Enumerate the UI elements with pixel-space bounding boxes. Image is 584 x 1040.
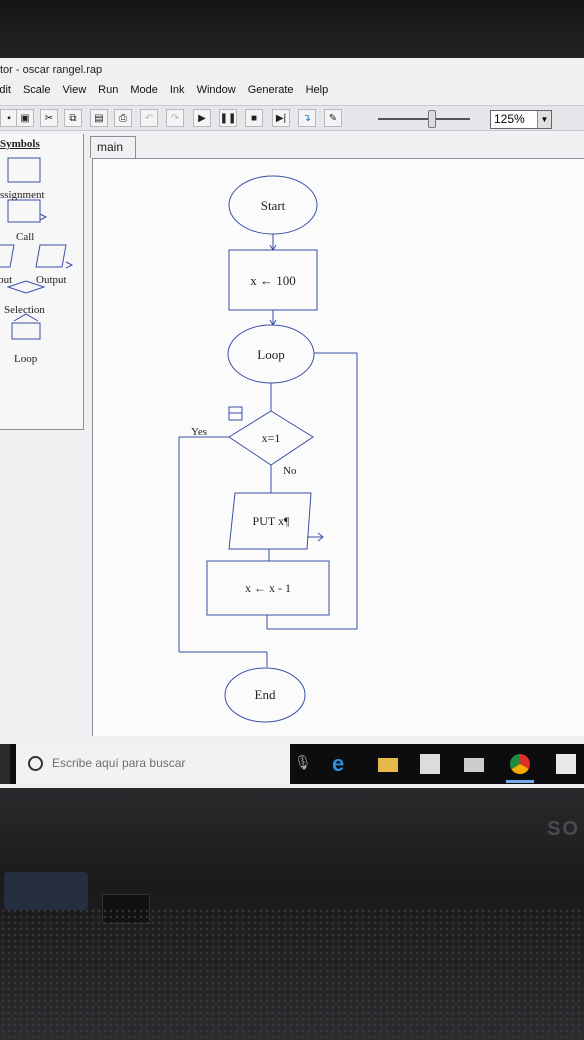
- menu-scale[interactable]: Scale: [22, 84, 51, 96]
- flowchart-canvas: Start x ← 100 Loop x=1 Yes No PUT x¶ x ←…: [92, 158, 584, 736]
- output-symbol[interactable]: [35, 244, 67, 268]
- start-label: Start: [261, 198, 286, 213]
- print-icon[interactable]: ⎙: [114, 109, 132, 127]
- monitor-bezel-top: [0, 0, 584, 58]
- loop-symbol[interactable]: [11, 322, 41, 340]
- call-label: Call: [16, 231, 35, 243]
- menu-help[interactable]: Help: [305, 84, 329, 96]
- copy-icon[interactable]: ⧉: [64, 109, 82, 127]
- step-into-icon[interactable]: ↴: [298, 109, 316, 127]
- screen: tor - oscar rangel.rap Edit Scale View R…: [0, 58, 584, 788]
- selection-symbol[interactable]: [6, 280, 46, 294]
- brand-logo: SO: [547, 818, 580, 840]
- sticker: [4, 872, 88, 910]
- chevron-down-icon[interactable]: ▼: [537, 111, 551, 128]
- end-label: End: [255, 687, 276, 702]
- assignment-label: Assignment: [0, 189, 45, 201]
- output-box[interactable]: [228, 492, 312, 550]
- stop-icon[interactable]: ■: [245, 109, 263, 127]
- flowchart: Start x ← 100 Loop x=1 Yes No PUT x¶ x ←…: [178, 175, 358, 723]
- microphone-icon[interactable]: 🎙: [294, 754, 312, 770]
- menu-generate[interactable]: Generate: [247, 84, 294, 96]
- menu-view[interactable]: View: [62, 84, 87, 96]
- input-label: Input: [0, 274, 13, 286]
- step-icon[interactable]: ▶|: [272, 109, 290, 127]
- menu-mode[interactable]: Mode: [130, 84, 158, 96]
- end-terminal[interactable]: [224, 667, 306, 723]
- loop-arrow-icon: [13, 313, 39, 322]
- output-arrow-icon: [65, 261, 74, 269]
- no-label: No: [283, 465, 297, 477]
- zoom-slider-thumb[interactable]: [428, 110, 436, 128]
- assign-dec-box[interactable]: [206, 560, 330, 616]
- pen-icon[interactable]: ✎: [324, 109, 342, 127]
- paste-icon[interactable]: ▤: [90, 109, 108, 127]
- menu-window[interactable]: Window: [196, 84, 236, 96]
- search-placeholder: Escribe aquí para buscar: [52, 756, 186, 770]
- tab-main[interactable]: main: [90, 136, 136, 158]
- condition-label: x=1: [262, 431, 281, 445]
- speaker-grille: [0, 908, 584, 1040]
- pause-icon[interactable]: ❚❚: [219, 109, 237, 127]
- cut-icon[interactable]: ✂: [40, 109, 58, 127]
- symbols-title: Symbols: [0, 138, 40, 150]
- run-icon[interactable]: ▶: [193, 109, 211, 127]
- zoom-value: 125%: [494, 112, 525, 126]
- input-symbol[interactable]: [0, 244, 15, 268]
- output-label: PUT x¶: [253, 514, 290, 528]
- call-symbol[interactable]: [7, 199, 41, 223]
- yes-label: Yes: [191, 426, 207, 438]
- menu-ink[interactable]: Ink: [169, 84, 185, 96]
- active-app-indicator: [506, 780, 534, 783]
- mail-icon[interactable]: [464, 758, 484, 772]
- zoom-slider-track: [378, 118, 470, 120]
- menu-edit[interactable]: Edit: [0, 84, 11, 96]
- assignment-symbol[interactable]: [7, 157, 41, 183]
- toolbar: ▪ ▣ ✂ ⧉ ▤ ⎙ ↶ ↷ ▶ ❚❚ ■ ▶| ↴ ✎ 125% ▼: [0, 105, 584, 131]
- edge-icon[interactable]: e: [332, 751, 345, 776]
- file-explorer-icon[interactable]: [378, 758, 398, 772]
- loop-label: Loop: [14, 353, 38, 365]
- start-button[interactable]: [0, 744, 10, 784]
- store-icon[interactable]: [420, 754, 440, 774]
- loop-label: Loop: [257, 347, 284, 362]
- monitor-bezel-bottom: SO: [0, 788, 584, 1040]
- chrome-icon[interactable]: [510, 754, 530, 774]
- selection-label: Selection: [4, 304, 45, 316]
- undo-icon[interactable]: ↶: [140, 109, 158, 127]
- call-arrow-icon: [39, 213, 48, 221]
- menu-bar: Edit Scale View Run Mode Ink Window Gene…: [0, 84, 584, 102]
- save-icon[interactable]: ▣: [16, 109, 34, 127]
- taskbar-search-input[interactable]: Escribe aquí para buscar: [16, 744, 290, 784]
- assign-dec-label: x ← x - 1: [245, 581, 291, 595]
- cortana-icon: [28, 756, 43, 771]
- symbols-panel: Symbols Assignment Call Input Output Sel…: [0, 134, 84, 430]
- raptor-icon[interactable]: [556, 754, 576, 774]
- taskbar: Escribe aquí para buscar 🎙 e: [0, 744, 584, 784]
- output-label: Output: [36, 274, 67, 286]
- zoom-select[interactable]: 125% ▼: [490, 110, 552, 129]
- window-title: tor - oscar rangel.rap: [0, 64, 103, 76]
- output-arrow-icon: [307, 532, 324, 542]
- redo-icon[interactable]: ↷: [166, 109, 184, 127]
- menu-run[interactable]: Run: [98, 84, 119, 96]
- assign-init-label: x ← 100: [250, 273, 296, 288]
- symbol-shapes: [0, 157, 74, 340]
